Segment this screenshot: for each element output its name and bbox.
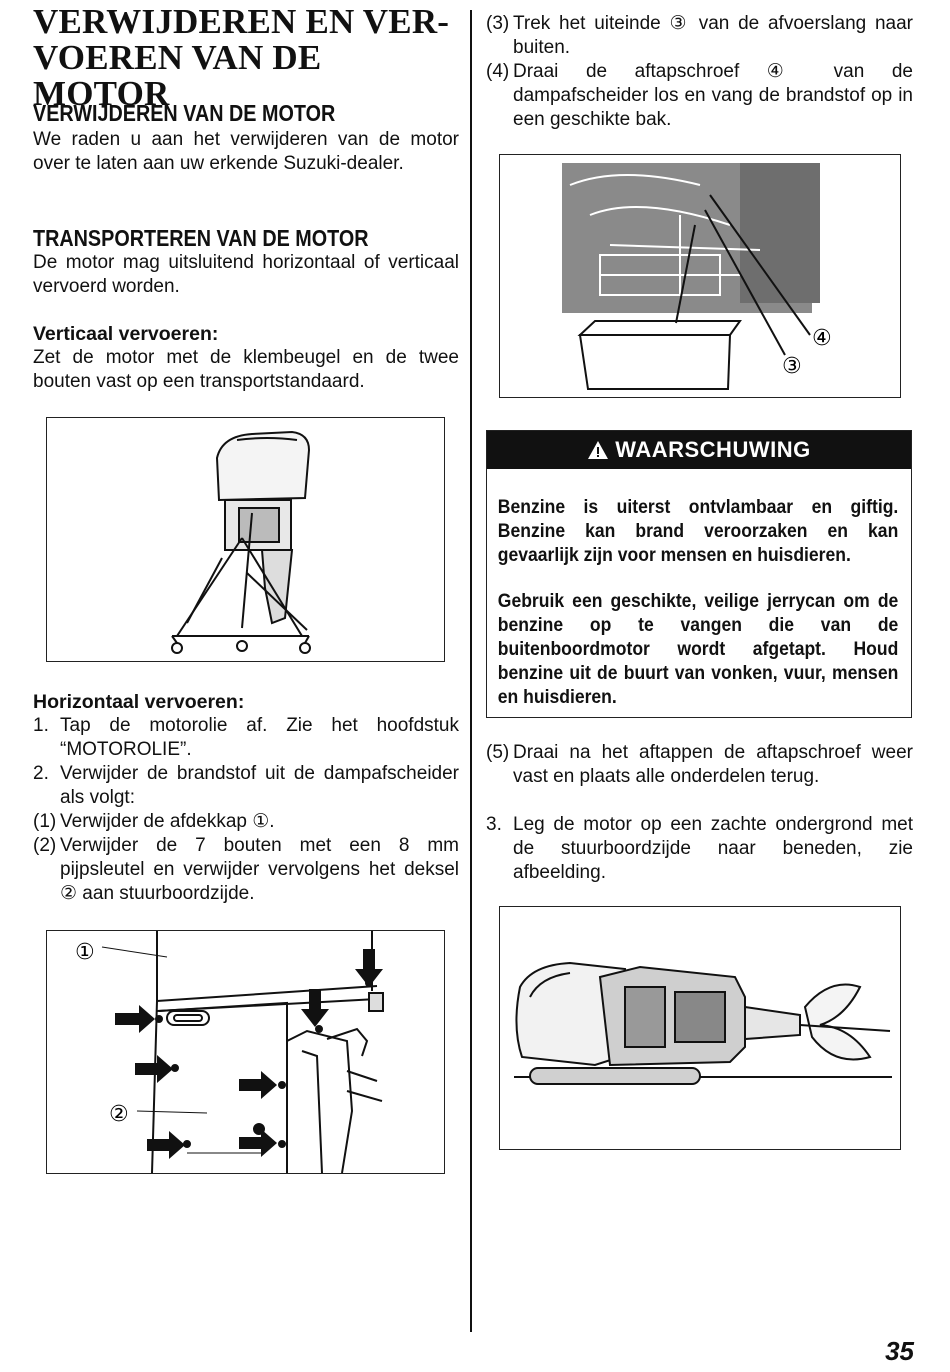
warning-box: WAARSCHUWING Benzine is uiterst ontvlamb… (486, 430, 912, 718)
figure-drain-fuel: ④ ③ (499, 154, 901, 398)
step-number: (4) (486, 61, 510, 82)
section-horizontal-heading: Horizontaal vervoeren: (33, 691, 245, 713)
motor-horizontal-illustration (514, 961, 892, 1085)
column-divider (470, 10, 472, 1332)
section-transport-heading: TRANSPORTEREN VAN DE MOTOR (33, 225, 369, 251)
figure-motor-horizontal (499, 906, 901, 1150)
list-item: (3)Trek het uiteinde ③ van de afvoerslan… (486, 12, 913, 60)
steps-3-4-list: (3)Trek het uiteinde ③ van de afvoerslan… (486, 12, 913, 132)
step-text: Leg de motor op een zachte ondergrond me… (513, 814, 913, 883)
step-number: 1. (33, 715, 49, 736)
step-5-list: (5)Draai na het aftappen de aftapschroef… (486, 741, 913, 789)
figure3-callout-3: ③ (782, 354, 802, 379)
step-text: Verwijder de 7 bouten met een 8 mm pijps… (60, 835, 459, 904)
section-vertical: Verticaal vervoeren: Zet de motor met de… (33, 322, 459, 394)
step-text: Trek het uiteinde ③ van de afvoerslang n… (513, 13, 913, 58)
figure2-callout-1: ① (75, 940, 95, 965)
figure-cover-bolts: ① ② (46, 930, 445, 1174)
right-steps-top: (3)Trek het uiteinde ③ van de afvoerslan… (486, 12, 913, 132)
list-item: 1. Tap de motorolie af. Zie het hoofdstuk… (33, 714, 459, 762)
page-number: 35 (885, 1336, 914, 1366)
section-removing-heading: VERWIJDEREN VAN DE MOTOR (33, 100, 336, 126)
figure3-callout-4: ④ (812, 326, 832, 351)
step-text: Draai na het aftappen de aftapschroef we… (513, 742, 913, 787)
section-removing: VERWIJDEREN VAN DE MOTOR We raden u aan … (33, 100, 459, 176)
section-transport: TRANSPORTEREN VAN DE MOTOR De motor mag … (33, 225, 459, 299)
cover-bolts-illustration: ① ② (75, 931, 384, 1173)
drain-fuel-illustration: ④ ③ (562, 163, 832, 390)
page-title: VERWIJDEREN EN VER- VOEREN VAN DE MOTOR (33, 4, 463, 112)
section-horizontal: Horizontaal vervoeren: 1. Tap de motoroli… (33, 690, 459, 906)
step-text: Verwijder de brandstof uit de dampafsche… (60, 763, 459, 808)
figure-transport-stand (46, 417, 445, 662)
warning-header: WAARSCHUWING (487, 431, 911, 469)
step-number: (3) (486, 13, 510, 34)
page-title-line-1: VERWIJDEREN EN VER- (33, 2, 450, 41)
arrow-icons (115, 949, 383, 1159)
step-text: Tap de motorolie af. Zie het hoofdstuk “… (60, 715, 459, 760)
list-item: (1)Verwijder de afdekkap ①. (33, 810, 459, 834)
list-item: (4)Draai de aftapschroef ④ van de dampaf… (486, 60, 913, 132)
list-item: 2. Verwijder de brandstof uit de dampafsc… (33, 762, 459, 810)
page-title-line-2: VOEREN VAN DE MOTOR (33, 38, 322, 113)
step-number: (1) (33, 811, 57, 832)
section-transport-text: De motor mag uitsluitend horizontaal of … (33, 252, 459, 297)
warning-paragraph-2: Gebruik een geschikte, veilige jerrycan … (497, 590, 899, 708)
section-vertical-heading: Verticaal vervoeren: (33, 323, 219, 345)
section-vertical-text: Zet de motor met de klembeugel en de twe… (33, 347, 459, 392)
right-step-5: (5)Draai na het aftappen de aftapschroef… (486, 741, 913, 789)
warning-paragraph-1: Benzine is uiterst ontvlambaar en giftig… (497, 496, 899, 566)
section-removing-text: We raden u aan het verwijderen van de mo… (33, 129, 459, 174)
right-step-3: 3. Leg de motor op een zachte ondergrond … (486, 813, 913, 885)
horizontal-steps-list: 1. Tap de motorolie af. Zie het hoofdstuk… (33, 714, 459, 906)
step-text: Draai de aftapschroef ④ van de dampafsch… (513, 61, 913, 130)
list-item: (2)Verwijder de 7 bouten met een 8 mm pi… (33, 834, 459, 906)
final-steps-list: 3. Leg de motor op een zachte ondergrond … (486, 813, 913, 885)
step-number: (2) (33, 835, 57, 856)
warning-triangle-icon (588, 441, 609, 459)
step-number: 2. (33, 763, 49, 784)
step-number: (5) (486, 742, 510, 763)
list-item: 3. Leg de motor op een zachte ondergrond … (486, 813, 913, 885)
step-text: Verwijder de afdekkap ①. (60, 811, 275, 832)
figure2-callout-2: ② (109, 1102, 129, 1127)
list-item: (5)Draai na het aftappen de aftapschroef… (486, 741, 913, 789)
warning-title: WAARSCHUWING (615, 437, 811, 462)
step-number: 3. (486, 814, 502, 835)
transport-stand-illustration (171, 430, 311, 654)
